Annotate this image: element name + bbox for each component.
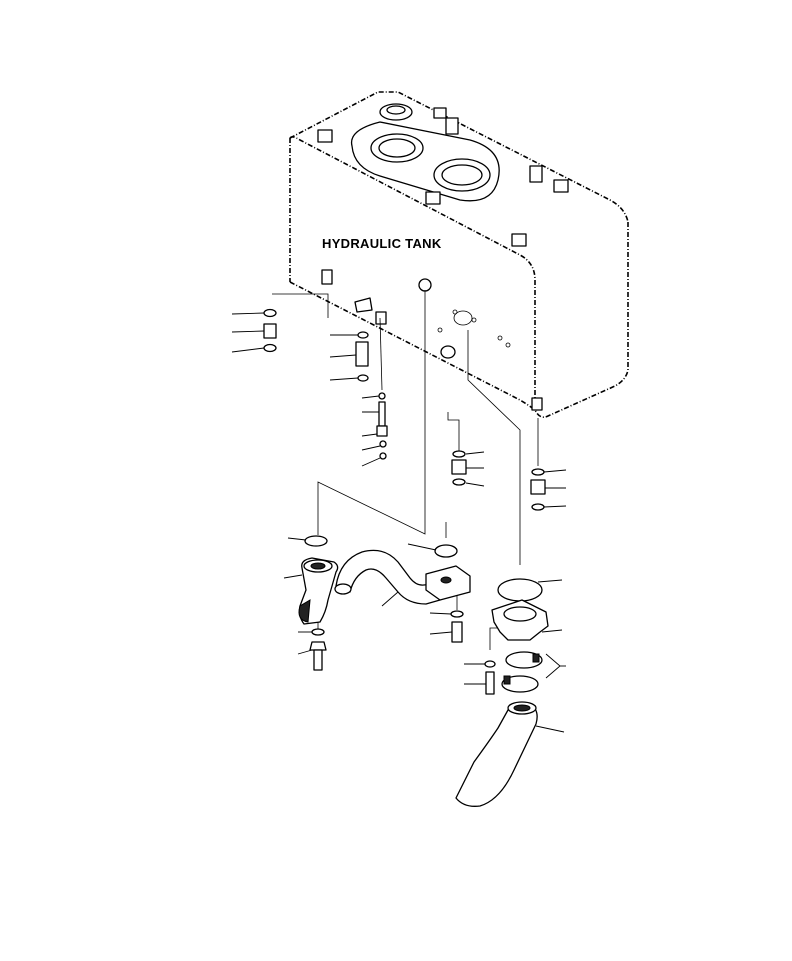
elbow-fitting	[263, 323, 277, 339]
hydraulic-tank	[289, 91, 629, 418]
hydraulic-tank-label: HYDRAULIC TANK	[322, 236, 442, 251]
left-port-fittings	[231, 293, 329, 353]
left-suction-elbow	[283, 535, 339, 671]
center-suction-pipe	[334, 543, 471, 643]
o-ring	[263, 343, 277, 353]
o-ring	[263, 308, 277, 318]
middle-port-fittings	[447, 412, 485, 487]
right-suction-flange-hose	[455, 578, 566, 807]
right-port-fittings	[530, 418, 567, 511]
sensor-fitting-stack	[329, 317, 388, 467]
